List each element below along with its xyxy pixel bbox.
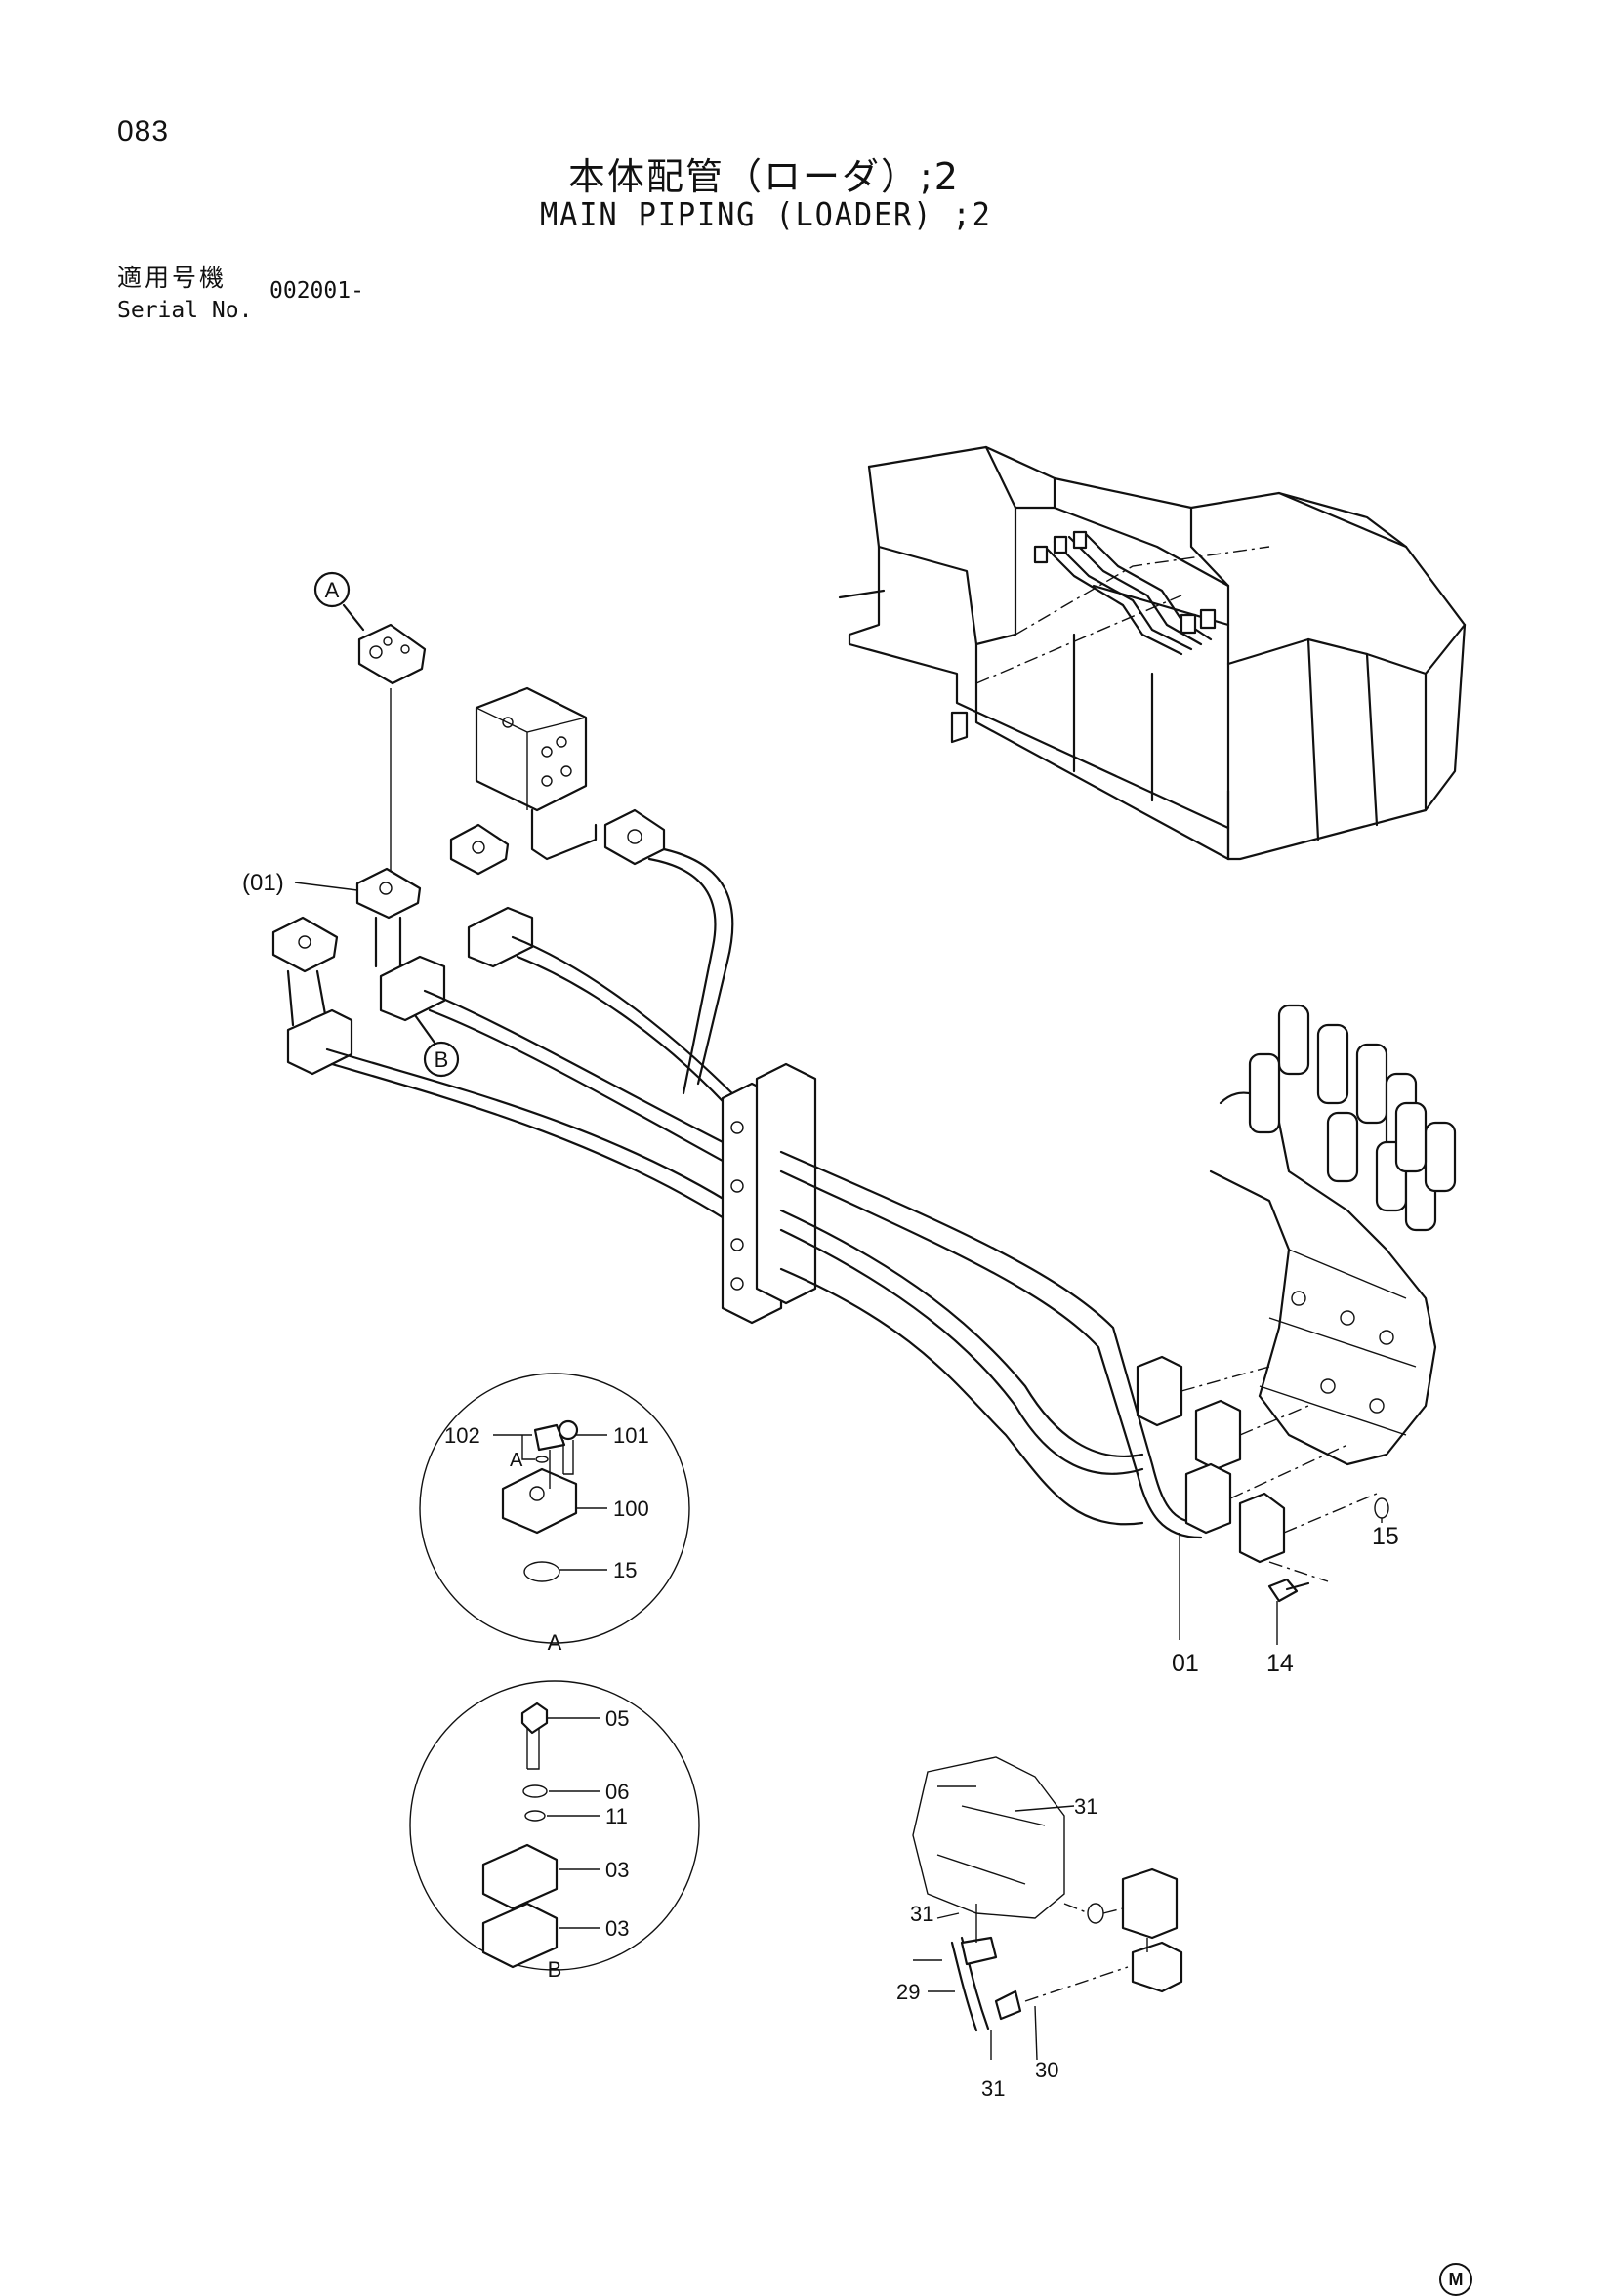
detail-b-callout-circle (423, 1041, 460, 1078)
detail-b-view: 05 06 11 03 03 B (409, 1680, 700, 1982)
callout-15: 15 (1372, 1523, 1399, 1550)
detail-b-part-label: 11 (605, 1804, 628, 1828)
inset-drawing: 31 31 29 30 31 (896, 1756, 1183, 2101)
detail-a-part-label: 15 (613, 1558, 637, 1582)
detail-b-part-label: 03 (605, 1916, 629, 1941)
inset-part-label: 29 (896, 1980, 920, 2004)
detail-a-label: A (548, 1630, 562, 1655)
detail-a-part-label: 101 (613, 1423, 649, 1448)
detail-a-callout: A (325, 578, 340, 602)
detail-a-callout-circle (313, 571, 351, 608)
title-japanese: 本体配管（ローダ）;2 (568, 155, 960, 198)
machine-body-drawing (838, 445, 1467, 861)
detail-b-part-label: 06 (605, 1780, 629, 1804)
callout-14: 14 (1266, 1650, 1294, 1677)
detail-b-callout: B (435, 1047, 449, 1072)
inset-part-label: 31 (1074, 1794, 1097, 1819)
detail-b-label: B (548, 1957, 562, 1982)
inset-part-label: 30 (1035, 2058, 1058, 2082)
detail-b-part-label: 05 (605, 1706, 629, 1731)
detail-a-view: 102 101 100 15 A A (419, 1373, 690, 1655)
callout-01: 01 (1172, 1650, 1199, 1677)
serial-label-english: Serial No. (117, 298, 253, 323)
title-english: MAIN PIPING (LOADER) ;2 (540, 195, 992, 233)
detail-b-part-label: 03 (605, 1858, 629, 1882)
main-piping-drawing (271, 623, 1457, 1645)
detail-a-sub-label: A (510, 1450, 523, 1471)
serial-number-value: 002001- (269, 278, 364, 304)
serial-label-japanese: 適用号機 (117, 264, 228, 292)
callout-ref-01: (01) (242, 870, 284, 896)
detail-a-part-label: 100 (613, 1496, 649, 1521)
page-number: 083 (117, 115, 170, 147)
inset-part-label: 31 (910, 1902, 933, 1926)
maker-mark: M (1439, 2263, 1472, 2296)
inset-part-label: 31 (981, 2076, 1005, 2101)
detail-a-part-label: 102 (444, 1423, 480, 1448)
